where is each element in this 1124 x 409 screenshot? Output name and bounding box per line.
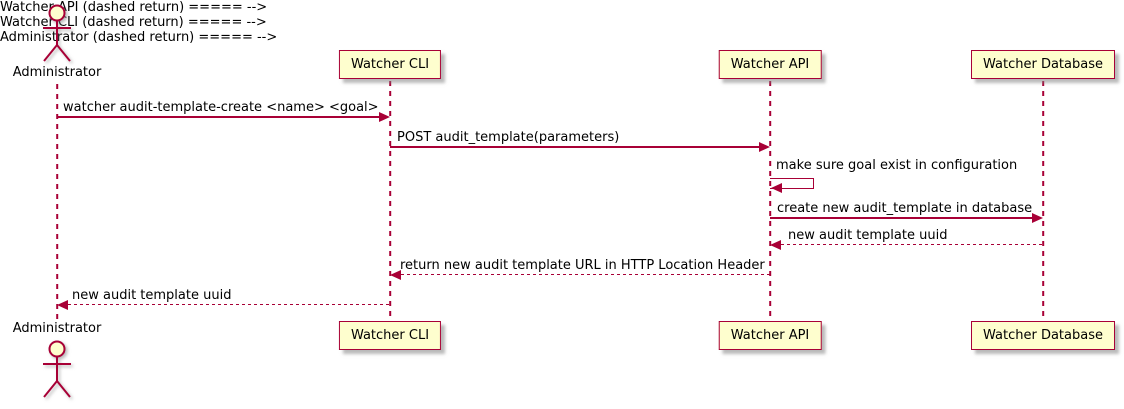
participant-watcher-api-top: Watcher API [718,50,822,79]
arrowhead-left-icon [390,270,401,280]
lifeline-watcher-database [1042,81,1044,321]
arrowhead-left-icon [57,300,68,310]
lifeline-administrator [56,84,58,322]
actor-label-top: Administrator [12,65,102,80]
message-label: watcher audit-template-create <name> <go… [63,100,379,115]
arrowhead-right-icon [1032,213,1043,223]
participant-watcher-cli-bottom: Watcher CLI [338,321,442,350]
participant-watcher-database-top: Watcher Database [971,50,1115,79]
arrowhead-left-icon [771,183,782,193]
participant-watcher-database-bottom: Watcher Database [971,321,1115,350]
arrowhead-right-icon [759,142,770,152]
message-label: new audit template uuid [72,288,232,303]
actor-icon [43,4,71,62]
message-label: make sure goal exist in configuration [776,158,1018,173]
message-label: POST audit_template(parameters) [397,130,620,145]
participant-watcher-cli-top: Watcher CLI [338,50,442,79]
self-loop [770,178,814,189]
arrowhead-left-icon [770,240,781,250]
lifeline-watcher-api [769,81,771,321]
message-label: create new audit_template in database [777,201,1033,216]
message-label: return new audit template URL in HTTP Lo… [400,258,765,273]
actor-label-bottom: Administrator [12,321,102,336]
actor-icon [43,340,71,398]
arrowhead-right-icon [379,112,390,122]
participant-watcher-api-bottom: Watcher API [718,321,822,350]
message-label: new audit template uuid [788,228,948,243]
lifeline-watcher-cli [389,81,391,321]
